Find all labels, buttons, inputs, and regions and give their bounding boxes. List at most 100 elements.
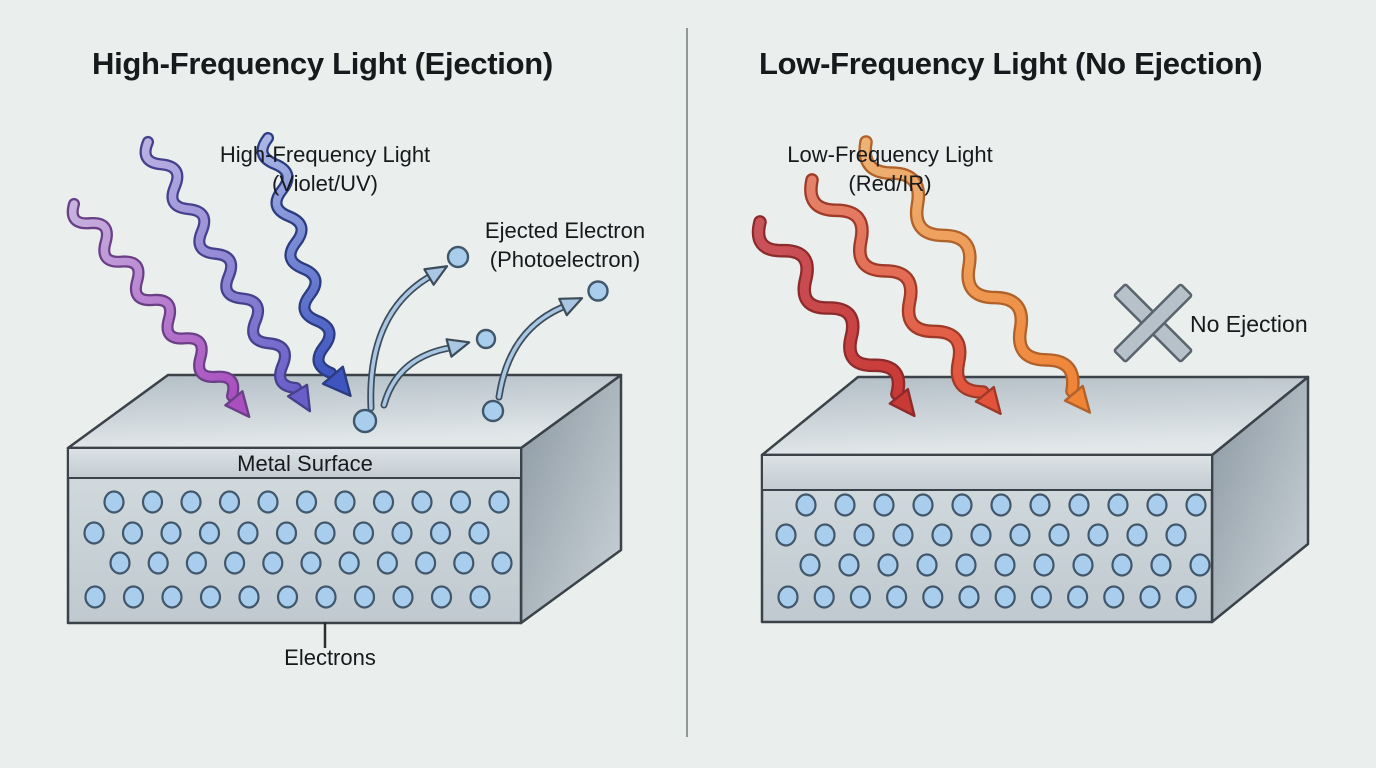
electron-dot [300, 551, 322, 575]
electron-dot [916, 553, 938, 577]
electron-dot [849, 585, 872, 609]
electron-dot [1111, 553, 1133, 577]
electron-dot [237, 521, 259, 545]
electron-dot [873, 493, 895, 517]
electron-dot [994, 585, 1016, 609]
right-panel-title: Low-Frequency Light (No Ejection) [759, 46, 1263, 81]
electron-dot [392, 585, 414, 609]
electron-dot [160, 521, 182, 545]
electron-dot [199, 585, 222, 609]
electron-dot [275, 521, 298, 545]
electron-dot [295, 490, 318, 514]
electron-dot [352, 408, 378, 434]
electron-dot [892, 523, 914, 547]
electron-dot [813, 585, 835, 609]
electron-dot [391, 521, 413, 545]
electron-dot [352, 521, 375, 545]
electron-dot [84, 585, 106, 609]
ejected-electron-label-line1: Ejected Electron [484, 218, 646, 243]
electron-dot [1185, 493, 1207, 517]
electron-dot [1009, 523, 1031, 547]
electron-dot [970, 523, 992, 547]
electron-dot [415, 551, 437, 575]
electron-dot [853, 523, 875, 547]
electron-dot [951, 493, 973, 517]
no-ejection-label: No Ejection [1190, 311, 1308, 337]
electron-dot [334, 490, 356, 514]
ir-wave-arrow [858, 135, 1092, 414]
electron-dot [1033, 553, 1055, 577]
electron-dot [955, 553, 977, 577]
electron-dot [315, 585, 337, 609]
electron-dot [1072, 553, 1094, 577]
electron-dot [795, 493, 817, 517]
electron-dot [1139, 585, 1161, 609]
electron-dot [481, 399, 505, 423]
electron-dot [449, 490, 472, 514]
electron-dot [488, 490, 510, 514]
electron-dot [218, 490, 241, 514]
electron-dot [931, 523, 953, 547]
uv-wave-arrow [256, 131, 352, 397]
electron-dot [180, 490, 202, 514]
electron-dot [814, 523, 836, 547]
electron-dot [1126, 523, 1148, 547]
left-panel-title: High-Frequency Light (Ejection) [92, 46, 553, 81]
electron-dot [161, 585, 183, 609]
electron-dot [775, 523, 797, 547]
electron-dot [475, 328, 497, 350]
hf-light-label: High-Frequency Light (Violet/UV) [220, 140, 430, 198]
electron-dot [238, 585, 260, 609]
lf-light-label: Low-Frequency Light (Red/IR) [787, 140, 992, 198]
hf-light-label-line2: (Violet/UV) [272, 171, 378, 196]
electron-dot [1048, 523, 1070, 547]
electron-dot [587, 280, 609, 302]
electron-dot [834, 493, 856, 517]
electron-dot [469, 585, 491, 609]
lf-light-label-line2: (Red/IR) [848, 171, 932, 196]
electron-dot [1107, 493, 1129, 517]
electron-dot [453, 551, 475, 575]
electron-dot [109, 551, 131, 575]
electron-dot [491, 551, 513, 575]
electron-dot [429, 521, 452, 545]
electron-dot [468, 521, 490, 545]
electron-dot [185, 551, 207, 575]
ejected-electron-label-line2: (Photoelectron) [489, 247, 641, 272]
electron-dot [885, 585, 908, 609]
electron-dot [147, 551, 169, 575]
electron-dot [353, 585, 376, 609]
electron-dot [1087, 523, 1109, 547]
electron-dot [122, 585, 145, 609]
electron-dot [994, 553, 1016, 577]
electron-dot [1165, 523, 1187, 547]
ejection-arrow [367, 265, 449, 412]
electron-dot [1175, 585, 1197, 609]
uv-wave-arrow [66, 197, 251, 419]
electron-dot [276, 585, 299, 609]
electron-dot [1068, 493, 1090, 517]
electron-dot [958, 585, 980, 609]
electron-dot [1146, 493, 1168, 517]
lf-light-label-line1: Low-Frequency Light [787, 142, 993, 167]
electron-dot [141, 490, 164, 514]
electron-dot [1189, 553, 1211, 577]
hf-light-label-line1: High-Frequency Light [219, 142, 431, 167]
electron-dot [446, 245, 470, 269]
ejected-electron-label: Ejected Electron (Photoelectron) [485, 216, 645, 274]
electron-dot [257, 490, 279, 514]
electron-dot [121, 521, 144, 545]
electron-dot [838, 553, 860, 577]
electron-dot [430, 585, 453, 609]
electron-dot [376, 551, 398, 575]
electron-dot [1030, 585, 1053, 609]
electron-dot [103, 490, 125, 514]
electron-dot [922, 585, 944, 609]
free-electrons [352, 245, 609, 434]
electron-dot [83, 521, 105, 545]
ejection-arrow [495, 297, 584, 401]
electron-dot [877, 553, 899, 577]
electron-dot [338, 551, 360, 575]
